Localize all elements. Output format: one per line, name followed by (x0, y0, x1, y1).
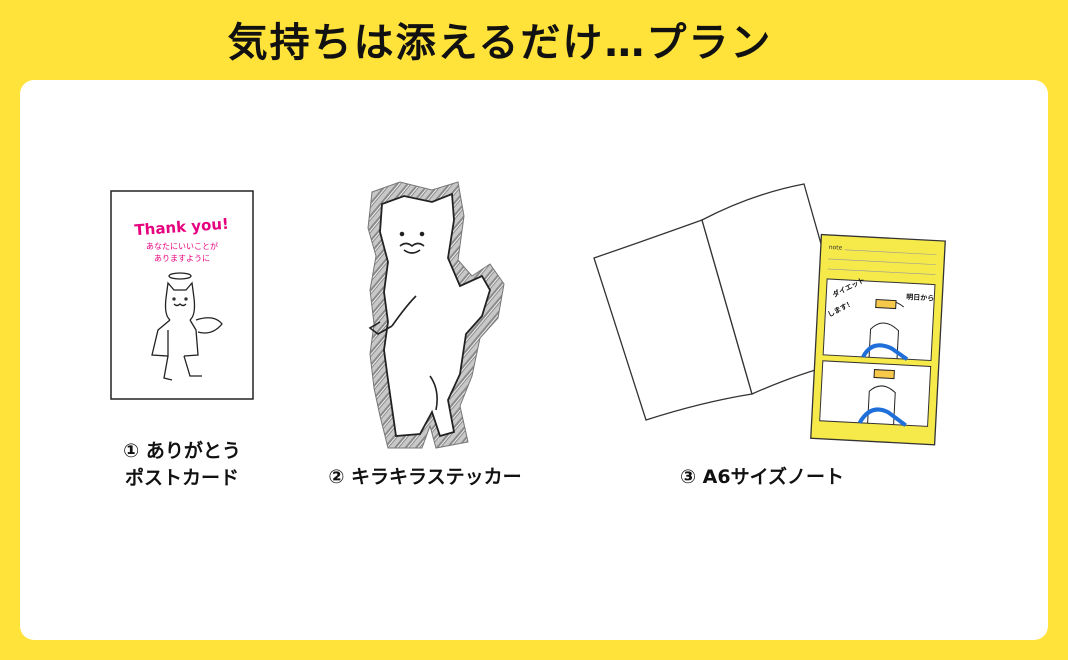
comic-cat-icon (857, 299, 909, 427)
postcard-sub-text-1: あなたにいいことが (146, 241, 218, 251)
comic-notebook-cover: note 明日から ダイエット します！ (810, 233, 946, 446)
postcard-caption: ① ありがとう ポストカード (90, 438, 274, 492)
postcard-label-line2: ポストカード (124, 467, 239, 489)
sticker-image (367, 181, 505, 449)
postcard-number: ① (123, 440, 140, 462)
angel-cat-icon (151, 272, 223, 381)
sticker-cat-icon (368, 231, 438, 411)
sticker-item: ② キラキラステッカー (328, 176, 522, 488)
notebook-item: note 明日から ダイエット します！ (592, 180, 962, 488)
postcard-image: Thank you! あなたにいいことが ありますように (110, 190, 254, 400)
note-header-text: note (829, 244, 843, 252)
plan-panel: Thank you! あなたにいいことが ありますように ① ありがとう (20, 80, 1048, 640)
notebook-label: A6サイズノート (702, 466, 845, 488)
page-title: 気持ちは添えるだけ…プラン (227, 20, 773, 66)
sticker-number: ② (328, 466, 345, 488)
postcard-item: Thank you! あなたにいいことが ありますように ① ありがとう (110, 190, 254, 489)
sticker-caption: ② キラキラステッカー (320, 464, 530, 491)
notebook-caption: ③ A6サイズノート (662, 464, 862, 491)
notebook-number: ③ (679, 466, 697, 488)
sticker-label: キラキラステッカー (351, 466, 522, 488)
notebook-image: note 明日から ダイエット します！ (593, 183, 946, 446)
postcard-label-line1: ありがとう (145, 440, 241, 462)
postcard-sub-text-2: ありますように (154, 254, 210, 263)
comic-text-1: 明日から (906, 292, 934, 302)
